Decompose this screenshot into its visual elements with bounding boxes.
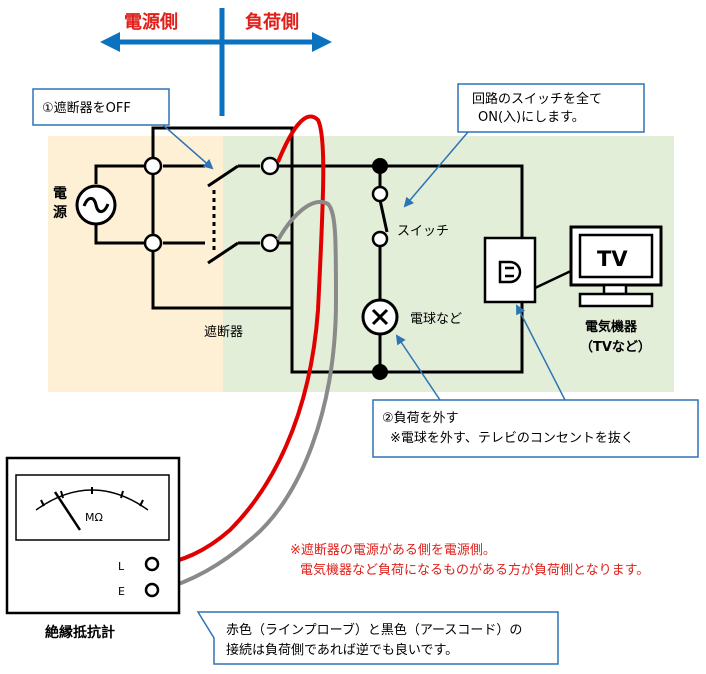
- source-side-heading: 電源側: [124, 11, 178, 33]
- callout-switch-on: [457, 83, 645, 133]
- callout-arrow-breaker: [162, 124, 214, 170]
- callout-remove-load-text-2: ※電球を外す、テレビのコンセントを抜く: [390, 430, 634, 446]
- breaker-terminal-in-1: [143, 156, 163, 176]
- power-label-1: 電: [53, 185, 67, 202]
- callout-remove-load-text-1: ②負荷を外す: [382, 411, 459, 426]
- red-line-probe-lead: [159, 114, 326, 566]
- callout-probe-text-1: 赤色（ラインプローブ）と黒色（アースコード）の: [226, 622, 522, 638]
- load-wiring: [278, 164, 524, 374]
- appliance-label-1: 電気機器: [585, 319, 638, 335]
- callout-probe-text-2: 接続は負荷側であれば逆でも良いです。: [226, 642, 458, 658]
- side-divider-arrows: [100, 8, 332, 116]
- meter-unit-label: MΩ: [85, 511, 103, 524]
- sine-wave-icon: [82, 196, 110, 214]
- load-side-heading: 負荷側: [245, 11, 299, 33]
- callout-probe-note: [196, 611, 559, 665]
- power-source-circuit: [94, 164, 153, 245]
- side-note-line-1: ※遮断器の電源がある側を電源側。: [290, 542, 496, 558]
- insulation-tester-label: 絶縁抵抗計: [45, 624, 115, 641]
- meter-needle: [53, 491, 82, 531]
- side-note-line-2: 電気機器など負荷になるものがある方が負荷側となります。: [300, 562, 649, 578]
- terminal-l[interactable]: [144, 556, 160, 572]
- gray-earth-cord-lead: [159, 200, 339, 592]
- tv-icon: [569, 225, 663, 308]
- breaker-terminal-in-2: [143, 233, 163, 253]
- bulb-label: 電球など: [410, 312, 462, 327]
- plug-icon: [498, 260, 522, 284]
- switch-terminal-top: [371, 185, 389, 203]
- meter-ticks: [40, 487, 144, 507]
- callout-switch-on-text-1: 回路のスイッチを全て: [472, 91, 602, 107]
- terminal-l-label: L: [118, 560, 125, 573]
- tv-power-cord: [534, 268, 574, 290]
- breaker-label: 遮断器: [204, 324, 243, 340]
- appliance-label-2: （TVなど）: [580, 339, 651, 355]
- terminal-e-label: E: [118, 585, 125, 598]
- callout-arrow-bulb: [395, 334, 441, 401]
- breaker-terminal-out-1: [260, 156, 280, 176]
- source-side-zone: [48, 136, 223, 392]
- callout-breaker-off: [32, 88, 170, 126]
- junction-dot-bottom: [372, 364, 388, 380]
- switch-label: スイッチ: [397, 224, 449, 239]
- breaker-contacts: [163, 164, 260, 265]
- power-label-2: 源: [53, 204, 67, 221]
- breaker-terminal-out-2: [260, 233, 280, 253]
- callout-arrow-switch: [403, 131, 469, 208]
- bulb-cross-icon: [371, 308, 389, 326]
- outlet-icon: [483, 236, 537, 304]
- callout-breaker-off-text: ①遮断器をOFF: [42, 100, 131, 116]
- tv-screen-label: TV: [597, 247, 628, 271]
- terminal-e[interactable]: [144, 582, 160, 598]
- callout-arrow-outlet: [516, 304, 566, 401]
- callout-switch-on-text-2: ON(入)にします。: [478, 110, 585, 125]
- switch-terminal-bottom: [371, 230, 389, 248]
- callout-remove-load: [372, 399, 699, 458]
- junction-dot-top: [372, 158, 388, 174]
